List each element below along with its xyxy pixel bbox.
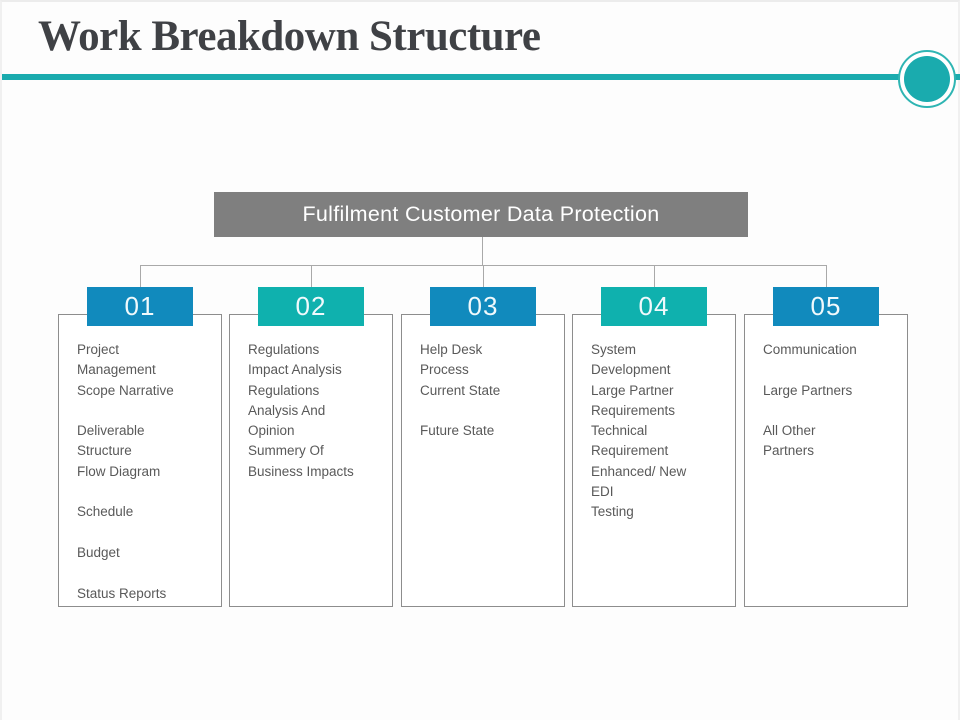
page-title: Work Breakdown Structure <box>38 13 541 60</box>
divider-circle-fill <box>904 56 950 102</box>
wbs-item-line <box>77 563 213 583</box>
root-node: Fulfilment Customer Data Protection <box>214 192 748 237</box>
wbs-column-05-number: 05 <box>810 291 842 321</box>
wbs-item-line: Analysis And <box>248 402 326 418</box>
wbs-item-line <box>77 482 213 502</box>
divider-circle-ornament <box>898 50 956 108</box>
wbs-item-line <box>77 523 213 543</box>
connector-drop-02 <box>311 265 312 287</box>
wbs-column-01-header: 01 <box>87 287 193 326</box>
wbs-column-02-number: 02 <box>295 291 327 321</box>
wbs-item-line: Help Desk <box>420 342 483 357</box>
wbs-item-line: Communication <box>763 342 857 357</box>
wbs-item-line: Status Reports <box>77 585 167 601</box>
wbs-item-line: Schedule <box>77 504 134 520</box>
connector-drop-04 <box>654 265 655 287</box>
connector-drop-01 <box>140 265 141 287</box>
wbs-column-05-header: 05 <box>773 287 879 326</box>
wbs-item-line: Regulations <box>248 382 320 398</box>
connector-drop-05 <box>826 265 827 287</box>
wbs-item-line <box>420 401 556 421</box>
wbs-item-line: Process <box>420 362 469 378</box>
wbs-column-02-header: 02 <box>258 287 364 326</box>
wbs-item-line: Future State <box>420 423 495 439</box>
connector-root-stem <box>482 237 483 265</box>
wbs-item-line: Large Partner <box>591 382 674 398</box>
wbs-item-line: EDI <box>591 484 614 500</box>
wbs-item-line: All Other <box>763 423 816 439</box>
wbs-column-04-header: 04 <box>601 287 707 326</box>
wbs-item-line: System <box>591 342 637 357</box>
root-node-label: Fulfilment Customer Data Protection <box>302 202 660 226</box>
wbs-item-line <box>77 401 213 421</box>
wbs-item-line: Testing <box>591 504 634 520</box>
wbs-column-01-number: 01 <box>124 291 156 321</box>
wbs-item-line: Business Impacts <box>248 463 354 479</box>
wbs-item-line: Requirement <box>591 443 669 459</box>
connector-drop-03 <box>483 265 484 287</box>
wbs-item-line: Summery Of <box>248 443 324 459</box>
wbs-item-line: Requirements <box>591 402 676 418</box>
wbs-item-line: Enhanced/ New <box>591 463 687 479</box>
wbs-column-03-number: 03 <box>467 291 499 321</box>
wbs-item-line: Budget <box>77 544 120 560</box>
wbs-item-line <box>763 360 899 380</box>
wbs-item-line: Current State <box>420 382 501 398</box>
wbs-item-line: Structure <box>77 443 132 459</box>
wbs-item-line: Impact Analysis <box>248 362 342 378</box>
wbs-item-line: Flow Diagram <box>77 463 161 479</box>
wbs-column-04-number: 04 <box>638 291 670 321</box>
wbs-item-line: Partners <box>763 443 815 459</box>
wbs-item-line: Project <box>77 342 120 357</box>
wbs-item-line: Large Partners <box>763 382 853 398</box>
wbs-item-line: Management <box>77 362 156 378</box>
wbs-item-line: Scope Narrative <box>77 382 174 398</box>
wbs-item-line: Deliverable <box>77 423 145 439</box>
wbs-item-line: Development <box>591 362 671 378</box>
wbs-column-03-header: 03 <box>430 287 536 326</box>
wbs-item-line: Technical <box>591 423 648 439</box>
title-divider-line <box>2 74 960 80</box>
wbs-item-line: Regulations <box>248 342 320 357</box>
wbs-item-line <box>763 401 899 421</box>
wbs-item-line: Opinion <box>248 423 295 439</box>
